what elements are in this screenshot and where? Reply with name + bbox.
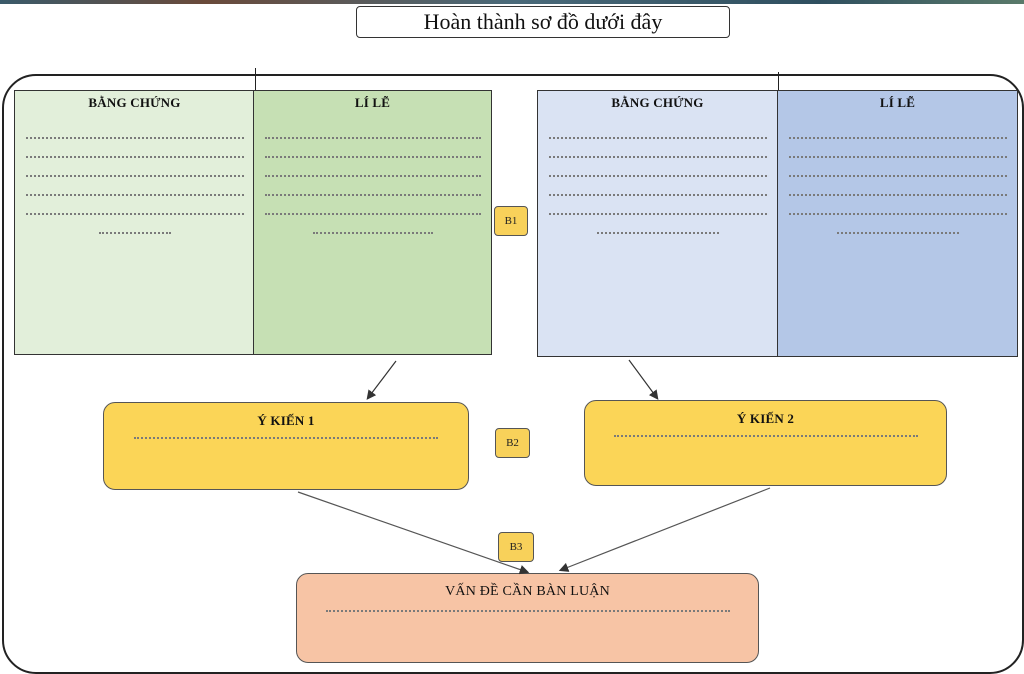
dotted-line (264, 137, 481, 139)
dotted-line (788, 194, 1007, 196)
left-evidence-label: BẰNG CHỨNG (88, 95, 181, 110)
issue-label: VẤN ĐỀ CẦN BÀN LUẬN (445, 584, 610, 599)
left-reason-label: LÍ LẼ (354, 95, 391, 110)
issue-box: VẤN ĐỀ CẦN BÀN LUẬN (296, 573, 759, 663)
top-image-strip (0, 0, 1024, 4)
connector-arrows (297, 359, 771, 575)
arrow-right-group-to-opinion-2 (628, 359, 659, 400)
opinion-1-box: Ý KIẾN 1 (103, 402, 469, 490)
dotted-line (25, 213, 244, 215)
dotted-line (548, 175, 767, 177)
dotted-line (134, 437, 438, 439)
arrow-left-group-to-opinion-1 (366, 360, 397, 400)
right-reason-label: LÍ LẼ (879, 95, 916, 110)
frame-divider-right (778, 72, 779, 90)
dotted-line (596, 232, 719, 234)
opinion-1-label: Ý KIẾN 1 (257, 413, 315, 428)
dotted-line (613, 435, 918, 437)
dotted-line (788, 156, 1007, 158)
frame-divider-left (255, 68, 256, 90)
dotted-line (264, 194, 481, 196)
dotted-line (264, 175, 481, 177)
right-reason-column: LÍ LẼ (777, 90, 1018, 357)
dotted-line (25, 137, 244, 139)
dotted-line (25, 156, 244, 158)
step-tag-b2: B2 (495, 428, 530, 458)
dotted-line (788, 175, 1007, 177)
diagram-title: Hoàn thành sơ đồ dưới đây (356, 6, 730, 38)
right-evidence-label: BẰNG CHỨNG (611, 95, 704, 110)
dotted-line (836, 232, 959, 234)
left-evidence-placeholder-lines (15, 137, 254, 234)
right-evidence-column: BẰNG CHỨNG (537, 90, 778, 357)
step-tag-b3: B3 (498, 532, 534, 562)
dotted-line (548, 194, 767, 196)
right-evidence-placeholder-lines (538, 137, 777, 234)
step-tag-b1: B1 (494, 206, 528, 236)
right-reason-placeholder-lines (778, 137, 1017, 234)
dotted-line (788, 213, 1007, 215)
arrow-opinion-2-to-issue (558, 487, 771, 572)
opinion-2-box: Ý KIẾN 2 (584, 400, 947, 486)
dotted-line (548, 156, 767, 158)
dotted-line (98, 232, 171, 234)
dotted-line (312, 232, 433, 234)
left-reason-column: LÍ LẼ (253, 90, 492, 355)
dotted-line (325, 610, 730, 612)
dotted-line (548, 137, 767, 139)
dotted-line (788, 137, 1007, 139)
dotted-line (25, 194, 244, 196)
left-evidence-column: BẰNG CHỨNG (14, 90, 255, 355)
opinion-2-label: Ý KIẾN 2 (736, 411, 795, 426)
left-reason-placeholder-lines (254, 137, 491, 234)
dotted-line (25, 175, 244, 177)
arrow-opinion-1-to-issue (297, 491, 530, 575)
dotted-line (264, 156, 481, 158)
dotted-line (264, 213, 481, 215)
dotted-line (548, 213, 767, 215)
